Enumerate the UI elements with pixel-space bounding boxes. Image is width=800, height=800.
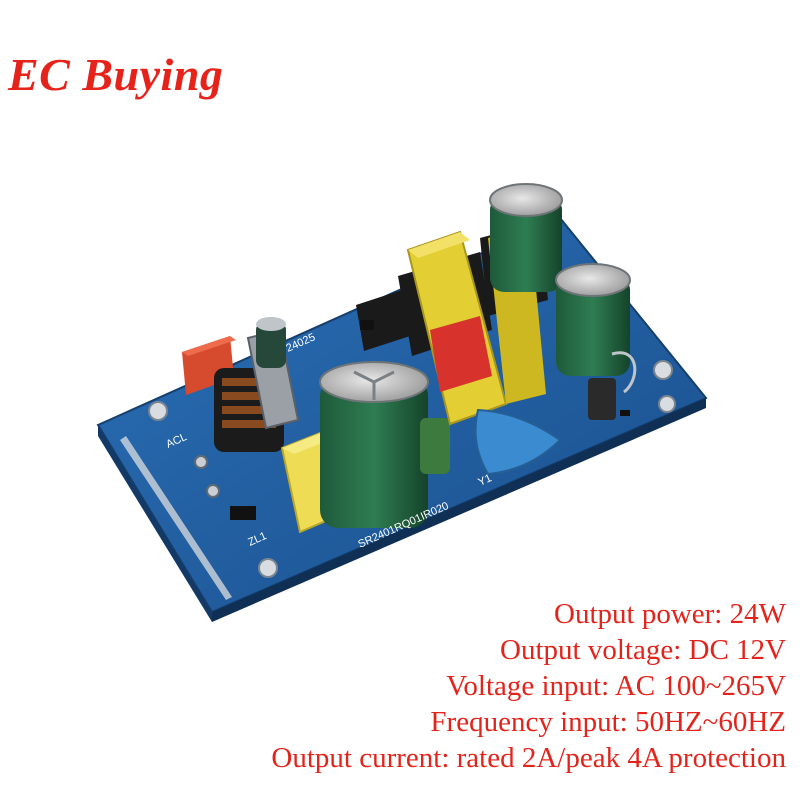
- specifications-block: Output power: 24W Output voltage: DC 12V…: [271, 596, 786, 776]
- spec-output-voltage: Output voltage: DC 12V: [500, 634, 786, 666]
- small-capacitor: [256, 317, 286, 368]
- film-capacitor: [420, 418, 450, 474]
- spec-frequency-input: Frequency input: 50HZ~60HZ: [430, 706, 786, 738]
- spec-voltage-input: Voltage input: AC 100~265V: [446, 670, 786, 702]
- main-electrolytic-capacitor: [319, 361, 429, 528]
- diode: [588, 351, 637, 420]
- input-terminals: [194, 455, 220, 498]
- smd-components: [230, 320, 630, 520]
- svg-text:Y1: Y1: [476, 472, 493, 488]
- spec-output-current: Output current: rated 2A/peak 4A protect…: [271, 742, 786, 774]
- output-capacitor-1: [489, 183, 563, 292]
- y-capacitor-blue: [474, 408, 562, 476]
- spec-output-power: Output power: 24W: [554, 598, 786, 630]
- mounting-holes: [148, 360, 676, 578]
- brand-logo: EC Buying: [8, 49, 224, 100]
- output-capacitor-2: [555, 263, 631, 376]
